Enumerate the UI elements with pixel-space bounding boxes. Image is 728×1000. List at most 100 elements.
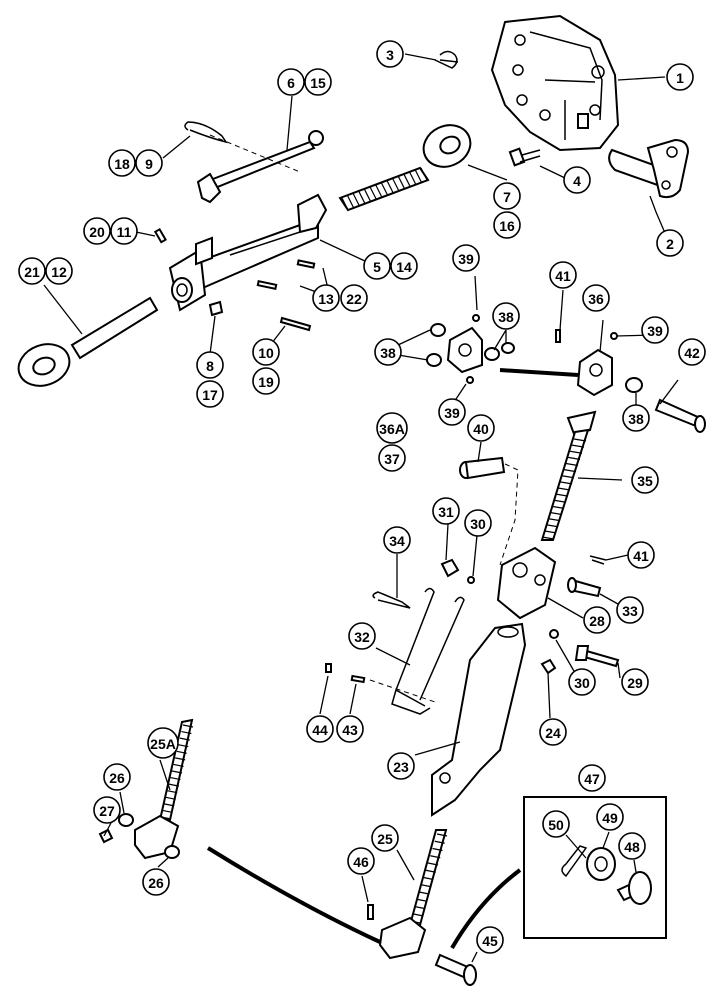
callout-circle (142, 868, 170, 896)
callout-number: 5 (373, 259, 381, 275)
washer-30a-part (467, 576, 475, 584)
callout-number: 8 (206, 358, 214, 374)
mounting-bracket-part (490, 14, 620, 152)
callout-number: 28 (589, 613, 605, 629)
callout-circle (631, 466, 659, 494)
callout-number: 1 (676, 70, 684, 86)
callout-number: 38 (498, 309, 514, 325)
callout-39: 39 (438, 398, 466, 426)
washer-49-part (586, 847, 616, 881)
callout-16: 16 (493, 211, 521, 239)
callout-8: 8 (196, 351, 224, 379)
callout-number: 2 (666, 236, 674, 252)
callout-number: 27 (99, 803, 115, 819)
callout-26: 26 (142, 868, 170, 896)
callout-39: 39 (641, 316, 669, 344)
callout-37: 37 (378, 444, 406, 472)
callout-circle (340, 284, 368, 312)
callout-number: 41 (555, 268, 571, 284)
callout-circle (578, 764, 606, 792)
callout-number: 26 (148, 875, 164, 891)
nut-24-part (540, 658, 557, 675)
callout-19: 19 (252, 367, 280, 395)
callout-number: 25 (377, 831, 393, 847)
lynch-clip-part (184, 121, 228, 144)
callout-circle (304, 68, 332, 96)
callout-17: 17 (196, 380, 224, 408)
clip-41b-part (589, 555, 607, 565)
callout-36A: 36A (376, 412, 408, 444)
callout-10: 10 (252, 338, 280, 366)
callout-circle (196, 380, 224, 408)
callout-circle (110, 217, 138, 245)
callout-circle (616, 596, 644, 624)
callout-number: 40 (473, 421, 489, 437)
pin-45-part (434, 953, 477, 986)
callout-number: 38 (380, 345, 396, 361)
long-pin-part (196, 130, 324, 204)
callout-38: 38 (492, 302, 520, 330)
callout-34: 34 (383, 526, 411, 554)
callout-44: 44 (306, 715, 334, 743)
square-tube-23-part (431, 622, 527, 817)
roll-pin-b-part (256, 279, 278, 291)
callout-circle (135, 149, 163, 177)
callout-circle (147, 727, 179, 759)
callout-number: 35 (637, 473, 653, 489)
callout-number: 10 (258, 345, 274, 361)
callout-circle (583, 606, 611, 634)
callout-circle (108, 149, 136, 177)
callout-40: 40 (467, 414, 495, 442)
callout-circle (568, 668, 596, 696)
callout-number: 18 (114, 156, 130, 172)
callout-circle (312, 284, 340, 312)
block-36A-part (426, 314, 515, 384)
callout-circle (306, 715, 334, 743)
callout-circle (678, 338, 706, 366)
long-bolt-35-part (540, 410, 597, 541)
tube-body-part (168, 193, 328, 312)
callout-11: 11 (110, 217, 138, 245)
callout-circle (621, 668, 649, 696)
callout-circle (492, 302, 520, 330)
callout-32: 32 (348, 622, 376, 650)
callout-22: 22 (340, 284, 368, 312)
callout-number: 48 (624, 839, 640, 855)
callout-number: 47 (584, 771, 600, 787)
callout-18: 18 (108, 149, 136, 177)
callout-number: 49 (602, 810, 618, 826)
callout-42: 42 (678, 338, 706, 366)
callout-circle (93, 796, 121, 824)
callout-circle (493, 182, 521, 210)
pin-40-part (459, 456, 506, 480)
callout-6: 6 (277, 68, 305, 96)
callout-circle (596, 803, 624, 831)
callout-38: 38 (374, 338, 402, 366)
pin-33-part (567, 577, 602, 598)
callout-number: 29 (627, 675, 643, 691)
callout-46: 46 (347, 847, 375, 875)
callout-41: 41 (549, 261, 577, 289)
callout-circle (641, 316, 669, 344)
callout-number: 21 (24, 264, 40, 280)
callout-number: 3 (386, 47, 394, 63)
washer-30b-part (549, 629, 559, 639)
drop-pin-part (608, 138, 690, 199)
callout-circle (374, 338, 402, 366)
callout-49: 49 (596, 803, 624, 831)
callout-29: 29 (621, 668, 649, 696)
callout-23: 23 (387, 752, 415, 780)
callout-circle (452, 244, 480, 272)
hair-clip-part (434, 50, 459, 69)
callout-circle (371, 824, 399, 852)
callout-circle (493, 211, 521, 239)
callout-circle (18, 257, 46, 285)
callout-3: 3 (376, 40, 404, 68)
callout-number: 16 (499, 218, 515, 234)
callout-number: 42 (684, 345, 700, 361)
callout-circle (582, 284, 610, 312)
pin-46-part (367, 904, 374, 920)
callout-41: 41 (627, 541, 655, 569)
rod-end-left-part (17, 296, 159, 387)
